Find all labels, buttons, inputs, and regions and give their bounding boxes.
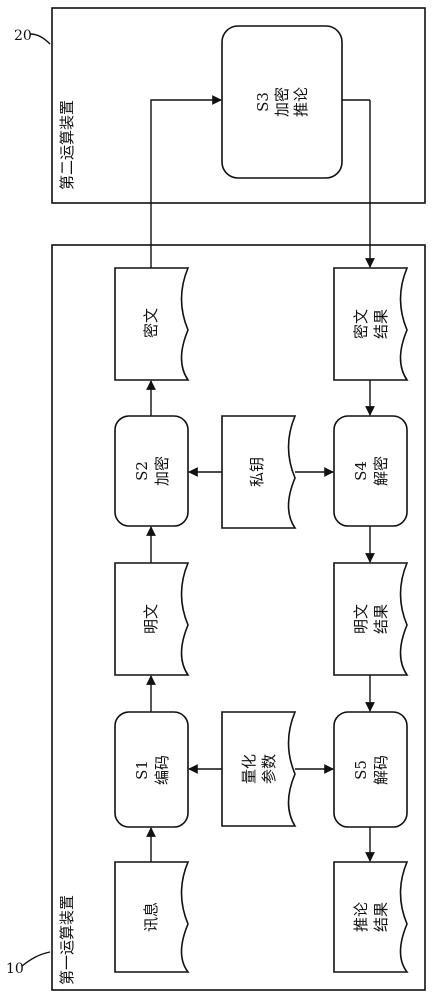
doc-plain-result-text: 明文 结果	[352, 604, 390, 634]
step-s4-label: 解密	[372, 456, 390, 486]
step-s3-id: S3	[254, 92, 272, 112]
first-device-title: 第一运算装置	[58, 895, 76, 985]
step-s2-text: S2 加密	[133, 456, 171, 486]
step-s4-id: S4	[352, 461, 370, 481]
doc-plaintext	[114, 562, 190, 676]
second-device-ref: 20	[14, 28, 32, 44]
doc-cipher-result-text: 密文 结果	[352, 309, 390, 339]
step-s2-id: S2	[133, 461, 151, 481]
step-s3-text: S3 加密 推论	[254, 87, 310, 117]
step-s3-label2: 推论	[292, 87, 310, 117]
step-s4-box	[333, 415, 408, 527]
step-s2-label: 加密	[153, 456, 171, 486]
arrow-ciphertext-to-s3	[150, 95, 222, 268]
doc-cipher-result-line2: 结果	[372, 309, 390, 339]
step-s1-id: S1	[133, 760, 151, 780]
doc-quant-params	[221, 711, 297, 827]
doc-private-key	[221, 415, 297, 529]
first-device-leader	[21, 951, 51, 967]
step-s1-box	[114, 711, 189, 828]
step-s1-label: 编码	[153, 755, 171, 785]
step-s5-label: 解码	[372, 755, 390, 785]
doc-plain-result-line1: 明文	[352, 604, 370, 634]
step-s5-id: S5	[352, 760, 370, 780]
doc-cipher-result-line1: 密文	[352, 309, 370, 339]
step-s3-box	[221, 25, 343, 179]
doc-infer-result-line1: 推论	[352, 902, 370, 932]
doc-message	[114, 861, 190, 973]
step-s4-text: S4 解密	[352, 456, 390, 486]
doc-infer-result-line2: 结果	[372, 902, 390, 932]
doc-private-key-label: 私钥	[248, 457, 266, 487]
first-device-frame	[51, 244, 426, 991]
doc-infer-result-text: 推论 结果	[352, 902, 390, 932]
second-device-title: 第二运算装置	[58, 100, 76, 190]
doc-quant-params-line2: 参数	[260, 754, 278, 784]
step-s1-text: S1 编码	[133, 755, 171, 785]
doc-message-label: 讯息	[142, 902, 160, 932]
doc-cipher-result	[333, 267, 409, 381]
step-s3-label: 加密	[273, 87, 291, 117]
doc-quant-params-line1: 量化	[240, 754, 258, 784]
first-device-ref: 10	[6, 961, 24, 977]
step-s5-box	[333, 711, 408, 828]
doc-infer-result	[333, 861, 409, 973]
second-device-leader	[29, 33, 51, 45]
step-s2-box	[114, 415, 189, 527]
step-s5-text: S5 解码	[352, 755, 390, 785]
doc-plain-result	[333, 562, 409, 676]
doc-ciphertext	[114, 267, 190, 381]
doc-plain-result-line2: 结果	[372, 604, 390, 634]
doc-ciphertext-label: 密文	[142, 308, 160, 338]
doc-quant-params-text: 量化 参数	[240, 754, 278, 784]
doc-plaintext-label: 明文	[142, 604, 160, 634]
second-device-frame	[51, 7, 426, 204]
